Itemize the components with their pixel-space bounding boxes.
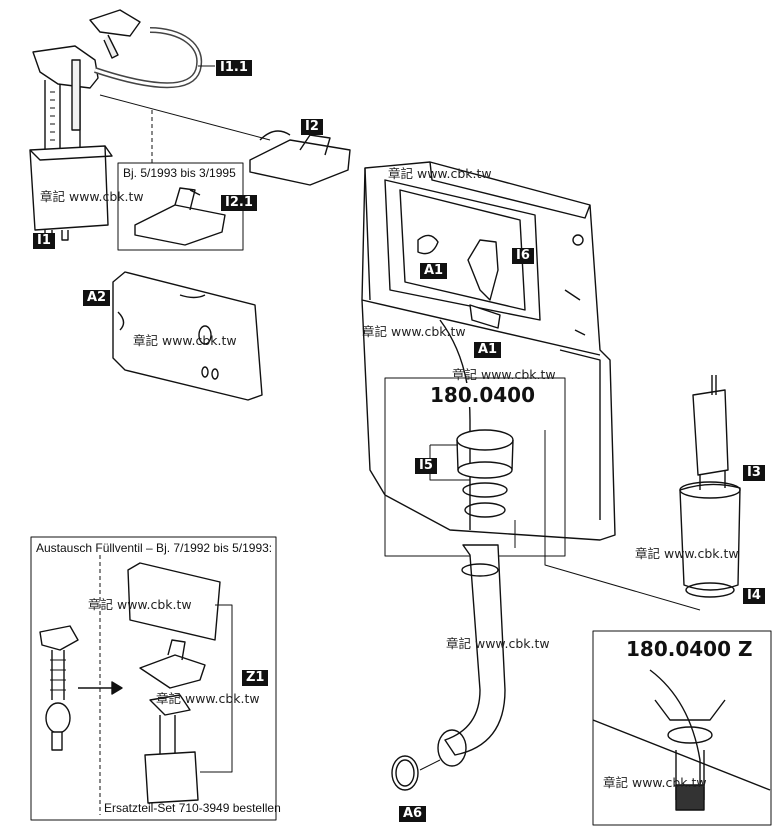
label-i21: I2.1	[221, 195, 257, 211]
label-i11: I1.1	[216, 60, 252, 76]
label-a2: A2	[83, 290, 111, 306]
label-i4: I4	[743, 588, 765, 604]
watermark-9: 章記 www.cbk.tw	[156, 691, 260, 706]
label-z1: Z1	[242, 670, 269, 686]
bracket-i21	[134, 187, 226, 246]
detail-drawing	[592, 669, 771, 811]
label-i5: I5	[415, 458, 437, 474]
plate-a2	[112, 271, 263, 401]
new-plate	[127, 562, 221, 641]
label-i1: I1	[33, 233, 55, 249]
drain-pipe-a6	[391, 544, 506, 791]
new-fill-valve	[144, 694, 199, 804]
valve-i5	[429, 429, 514, 518]
label-i3: I3	[743, 465, 765, 481]
watermark-1: 章記 www.cbk.tw	[388, 166, 492, 181]
watermark-2: 章記 www.cbk.tw	[40, 189, 144, 204]
label-i6: I6	[512, 248, 534, 264]
bracket-i2	[99, 94, 351, 186]
lever-i6	[417, 234, 501, 329]
fill-valve-i1	[29, 45, 113, 243]
new-bracket	[139, 639, 206, 689]
label-a1-top: A1	[420, 263, 448, 279]
label-i2: I2	[301, 119, 323, 135]
watermark-3: 章記 www.cbk.tw	[133, 333, 237, 348]
old-fill-valve	[39, 625, 79, 751]
part-number-detail: 180.0400 Z	[624, 637, 755, 661]
hose-i11	[89, 9, 215, 89]
label-a1-bottom: A1	[474, 342, 502, 358]
caption-austausch: Austausch Füllventil – Bj. 7/1992 bis 5/…	[36, 541, 273, 555]
watermark-6: 章記 www.cbk.tw	[635, 546, 739, 561]
watermark-10: 章記 www.cbk.tw	[603, 775, 707, 790]
part-number-main: 180.0400	[428, 383, 538, 407]
label-a6: A6	[399, 806, 427, 822]
watermark-5: 章記 www.cbk.tw	[452, 367, 556, 382]
caption-bj-range: Bj. 5/1993 bis 3/1995	[123, 166, 236, 180]
watermark-7: 章記 www.cbk.tw	[88, 597, 192, 612]
flush-valve-i3	[514, 375, 741, 611]
watermark-4: 章記 www.cbk.tw	[362, 324, 466, 339]
watermark-8: 章記 www.cbk.tw	[446, 636, 550, 651]
caption-ersatzteil: Ersatzteil-Set 710-3949 bestellen	[104, 801, 281, 815]
